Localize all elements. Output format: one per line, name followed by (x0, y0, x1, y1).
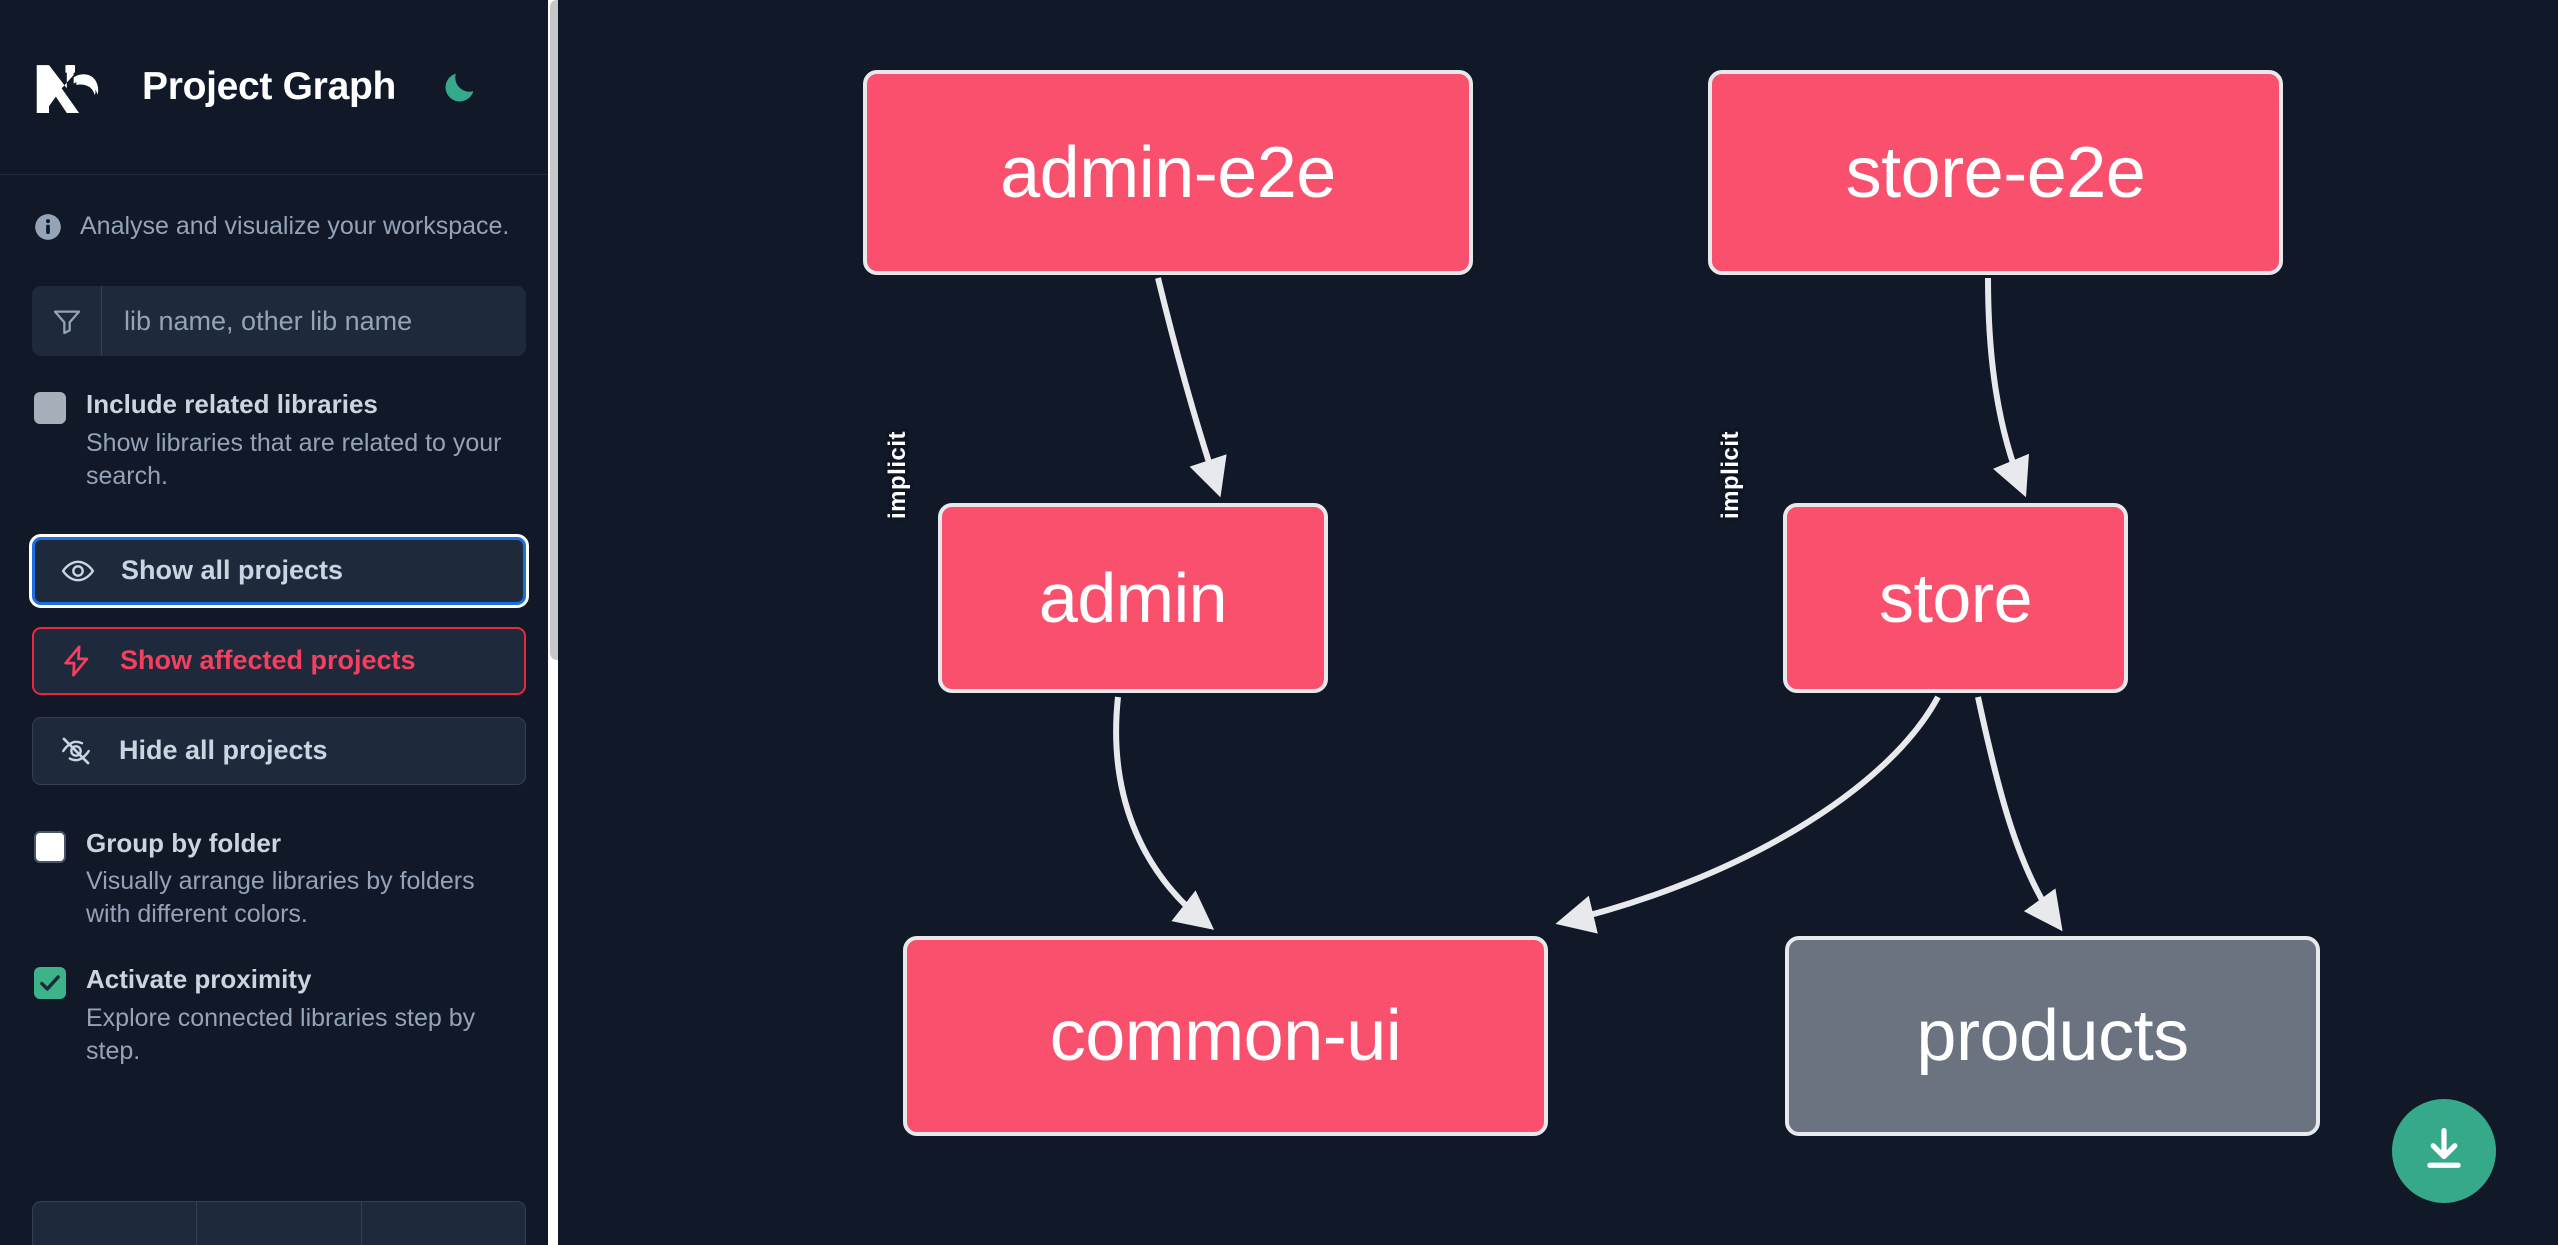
show-affected-projects-button[interactable]: Show affected projects (32, 626, 526, 695)
graph-node-label: common-ui (1049, 996, 1402, 1076)
option-group-by-folder[interactable]: Group by folder Visually arrange librari… (0, 827, 558, 932)
nx-logo-icon (34, 58, 116, 116)
workspace-note-text: Analyse and visualize your workspace. (80, 212, 510, 240)
edge-admin-to-common-ui (1113, 696, 1215, 930)
option-texts: Include related libraries Show libraries… (86, 390, 524, 493)
graph-node-label: admin (1038, 559, 1228, 637)
group-by-folder-checkbox[interactable] (34, 830, 66, 863)
graph-node-store[interactable]: store (1783, 503, 2128, 693)
sidebar-scrollbar-thumb[interactable] (550, 0, 558, 660)
graph-node-store-e2e[interactable]: store-e2e (1708, 70, 2283, 275)
graph-node-products[interactable]: products (1785, 936, 2320, 1136)
option-title: Group by folder (86, 827, 281, 858)
option-title: Include related libraries (86, 389, 378, 419)
eye-icon (61, 554, 97, 588)
proximity-step-control[interactable] (32, 1201, 526, 1245)
eye-off-icon (59, 734, 95, 768)
sidebar: Project Graph Analyse and visualize your… (0, 0, 558, 1245)
project-visibility-buttons: Show all projects Show affected projects (29, 533, 529, 785)
option-description: Visually arrange libraries by folders wi… (86, 867, 475, 929)
edge-store-to-common-ui (1555, 695, 1941, 934)
option-texts: Activate proximity Explore connected lib… (86, 965, 524, 1068)
graph-edges (1113, 277, 2063, 934)
edge-label-implicit-store: implicit (1717, 430, 1744, 519)
graph-node-label: admin-e2e (1000, 132, 1336, 213)
edge-store-to-products (1975, 696, 2063, 932)
sidebar-scrollbar-track[interactable] (548, 0, 558, 1245)
show-all-projects-button[interactable]: Show all projects (29, 533, 529, 608)
option-title: Activate proximity (86, 964, 312, 995)
proximity-step-segment[interactable] (33, 1202, 198, 1245)
show-affected-projects-label: Show affected projects (120, 645, 416, 676)
option-description: Show libraries that are related to your … (86, 428, 502, 490)
download-graph-button[interactable] (2392, 1099, 2496, 1203)
option-include-related-libraries[interactable]: Include related libraries Show libraries… (0, 390, 558, 493)
proximity-step-segment[interactable] (197, 1202, 362, 1245)
download-icon (2418, 1123, 2470, 1180)
hide-all-projects-button[interactable]: Hide all projects (32, 716, 526, 785)
graph-node-admin-e2e[interactable]: admin-e2e (863, 70, 1473, 275)
include-related-libraries-checkbox[interactable] (34, 392, 66, 424)
page-title: Project Graph (142, 65, 396, 108)
lightning-bolt-icon (60, 644, 96, 678)
proximity-step-segment[interactable] (362, 1202, 525, 1245)
edge-label-implicit-admin: implicit (884, 430, 911, 519)
edge-store-e2e-to-store (1985, 277, 2030, 498)
graph-node-admin[interactable]: admin (938, 503, 1328, 693)
sidebar-scroll-area: Project Graph Analyse and visualize your… (0, 0, 558, 1245)
info-icon (34, 213, 62, 246)
graph-node-common-ui[interactable]: common-ui (903, 936, 1548, 1136)
option-texts: Group by folder Visually arrange librari… (86, 827, 524, 932)
search-filter (32, 286, 526, 356)
show-all-projects-label: Show all projects (121, 555, 344, 586)
graph-node-label: store (1878, 559, 2033, 637)
graph-canvas[interactable]: admin-e2e store-e2e admin store common-u… (558, 0, 2558, 1245)
graph-node-label: store-e2e (1845, 132, 2146, 213)
search-input[interactable] (102, 286, 526, 356)
moon-icon[interactable] (436, 63, 484, 111)
edge-admin-e2e-to-admin (1155, 277, 1227, 498)
activate-proximity-checkbox[interactable] (34, 967, 66, 1000)
graph-node-label: products (1916, 996, 2189, 1076)
workspace-note: Analyse and visualize your workspace. (0, 175, 558, 246)
hide-all-projects-label: Hide all projects (119, 735, 328, 766)
option-activate-proximity[interactable]: Activate proximity Explore connected lib… (0, 965, 558, 1068)
funnel-icon (32, 286, 102, 356)
option-description: Explore connected libraries step by step… (86, 1003, 476, 1065)
sidebar-header: Project Graph (0, 0, 558, 175)
